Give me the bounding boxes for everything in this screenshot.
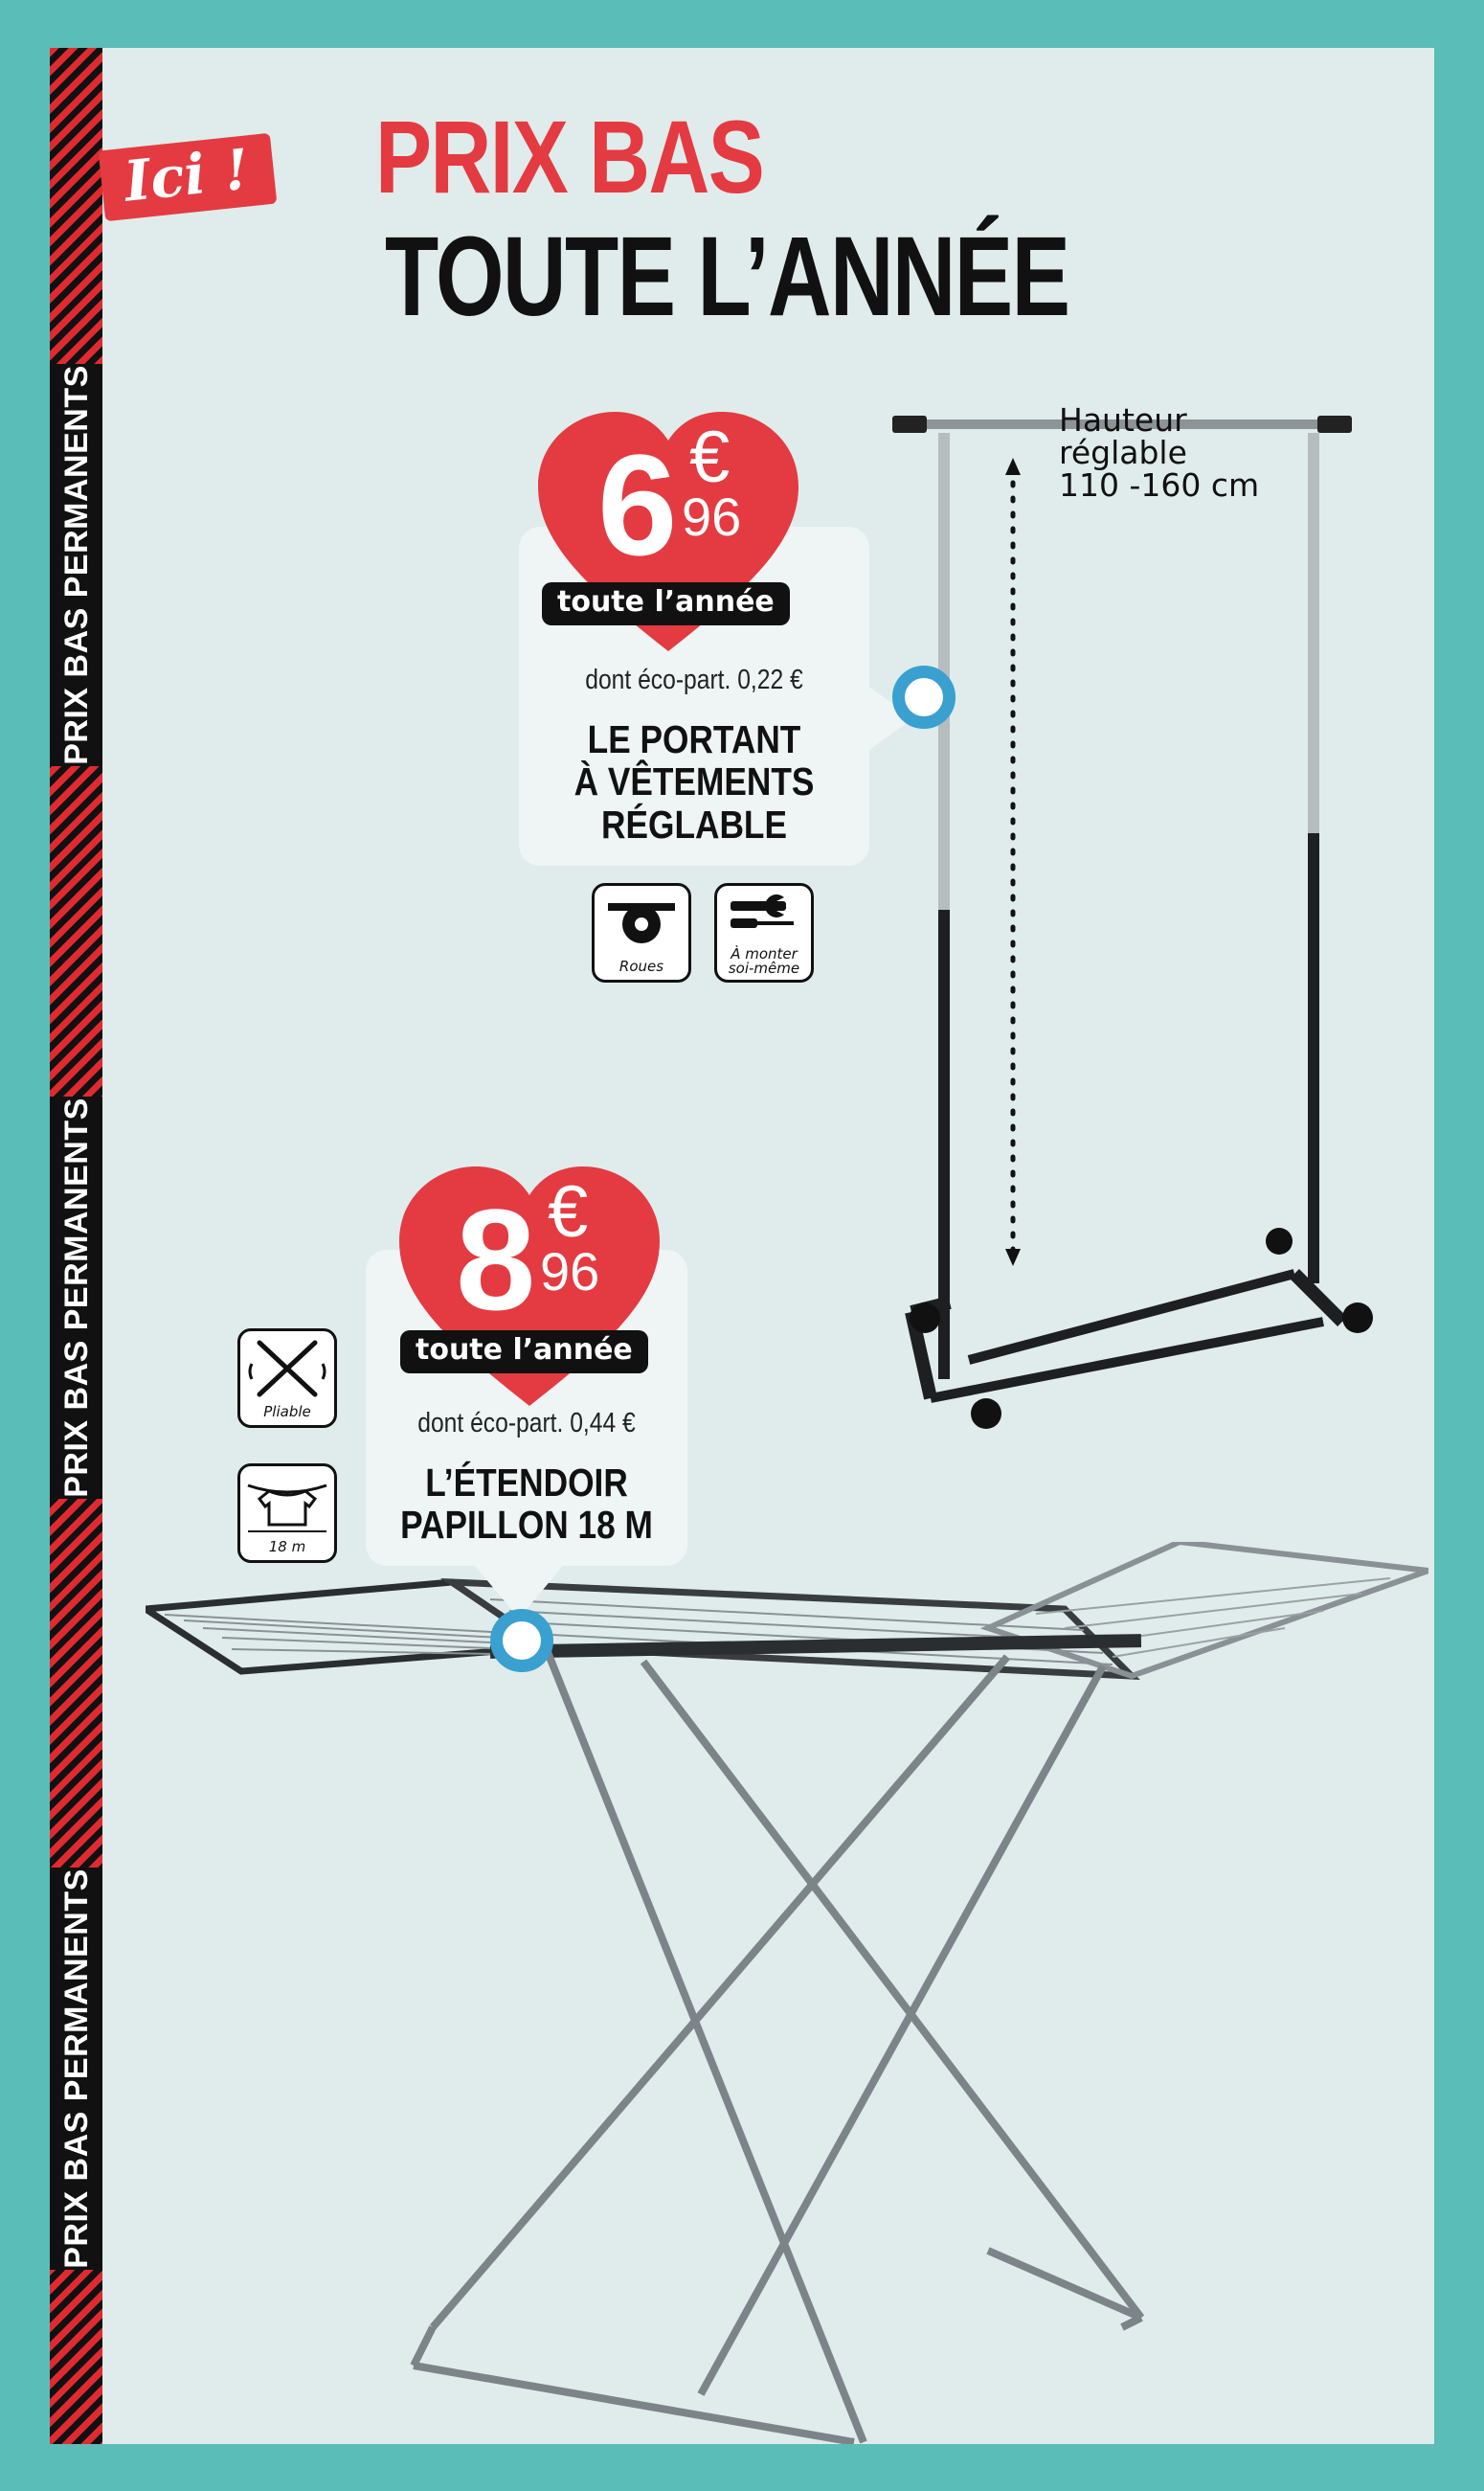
feature-foldable: Pliable — [237, 1328, 337, 1428]
price-decimals-rack: 96 — [682, 487, 742, 547]
feature-wheels: Roues — [592, 883, 691, 983]
headline-toute-annee: TOUTE L’ANNÉE — [385, 214, 1070, 340]
wheel-icon — [608, 903, 675, 943]
side-stripe: PRIX BAS PERMANENTS PRIX BAS PERMANENTS … — [50, 48, 102, 2444]
tools-icon — [731, 894, 794, 928]
height-note: Hauteur réglable 110 -160 cm — [1059, 401, 1260, 504]
headline-prix-bas: PRIX BAS — [375, 99, 765, 215]
tag-toute-annee-drying-rack: toute l’année — [400, 1330, 648, 1373]
tag-toute-annee-rack: toute l’année — [542, 582, 790, 625]
price-integer-drying-rack: 8 — [456, 1179, 536, 1340]
drying-rack-illustration — [146, 1542, 1428, 2444]
clothesline-icon — [247, 1483, 327, 1532]
ici-badge: Ici ! — [98, 132, 278, 222]
price-integer-rack: 6 — [597, 424, 678, 585]
product-name-rack: LE PORTANT À VÊTEMENTS RÉGLABLE — [573, 717, 815, 847]
price-currency-rack: € — [689, 417, 731, 498]
clothes-rack-illustration — [892, 416, 1373, 1429]
side-label-top: PRIX BAS PERMANENTS — [50, 364, 102, 766]
side-label-middle: PRIX BAS PERMANENTS — [50, 1097, 102, 1499]
promo-panel: PRIX BAS PERMANENTS PRIX BAS PERMANENTS … — [50, 48, 1434, 2444]
product-name-drying-rack: L’ÉTENDOIR PAPILLON 18 M — [400, 1461, 653, 1548]
foldable-icon — [248, 1340, 326, 1397]
product-marker-drying-rack — [490, 1609, 553, 1672]
eco-part-rack: dont éco-part. 0,22 € — [585, 665, 803, 695]
product-marker-rack — [892, 666, 956, 729]
price-currency-drying-rack: € — [548, 1171, 589, 1253]
feature-18m-line: 18 m — [237, 1463, 337, 1563]
feature-self-assembly: À monter soi-même — [714, 883, 814, 983]
card-pointer-drying-rack — [471, 1561, 567, 1619]
eco-part-drying-rack: dont éco-part. 0,44 € — [417, 1408, 636, 1438]
side-label-bottom: PRIX BAS PERMANENTS — [50, 1868, 102, 2270]
price-decimals-drying-rack: 96 — [540, 1241, 600, 1302]
card-pointer-rack — [860, 680, 913, 757]
